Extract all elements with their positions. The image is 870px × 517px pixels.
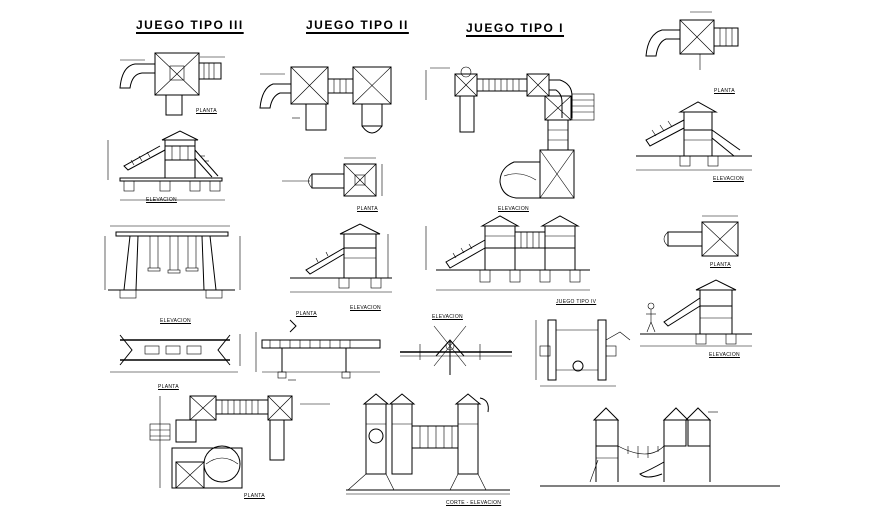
title-juego-tipo-ii: JUEGO TIPO II	[306, 18, 409, 32]
label-elevacion-tipo-iv: ELEVACION	[709, 352, 740, 358]
corte-elevacion	[346, 393, 510, 495]
label-planta-mid: PLANTA	[296, 311, 317, 317]
right-top-plan	[645, 11, 739, 70]
label-juego-tipo-iv: JUEGO TIPO IV	[556, 299, 597, 305]
label-elevacion-seesaw: ELEVACION	[432, 314, 463, 320]
tipo1-elevation	[425, 215, 590, 291]
tipo3-plan	[119, 52, 225, 116]
right-plan-2	[663, 215, 739, 257]
bottom-right-elevation	[540, 407, 780, 487]
right-elevation	[636, 101, 752, 171]
tipo2-slide-plan	[282, 157, 383, 197]
tipo4-plans	[535, 319, 631, 387]
tipo2-plan	[259, 66, 392, 134]
label-elevacion-swing: ELEVACION	[160, 318, 191, 324]
swing-plan	[110, 334, 241, 373]
mid-monkeybar	[255, 319, 381, 379]
tipo4-elevation	[640, 279, 752, 347]
swing-elevation	[104, 225, 241, 299]
label-planta-bottom-2: PLANTA	[244, 493, 265, 499]
label-corte-elevacion: CORTE - ELEVACION	[446, 500, 502, 506]
title-juego-tipo-i: JUEGO TIPO I	[466, 21, 565, 35]
label-planta-bottom: PLANTA	[158, 384, 179, 390]
label-planta-right: PLANTA	[714, 88, 735, 94]
label-planta-right-2: PLANTA	[710, 262, 731, 268]
label-elevacion-tipo-i: ELEVACION	[498, 206, 529, 212]
seesaw	[400, 325, 512, 375]
bottom-left-plan	[149, 379, 330, 489]
label-planta-tipo-iii: PLANTA	[196, 108, 217, 114]
label-elevacion-right: ELEVACION	[713, 176, 744, 182]
title-juego-tipo-iii: JUEGO TIPO III	[136, 18, 244, 32]
tipo3-elevation	[107, 130, 225, 201]
tipo1-plan	[425, 66, 595, 199]
tipo2-elevation	[290, 223, 392, 293]
label-elevacion-mid: ELEVACION	[350, 305, 381, 311]
label-planta-tipo-ii: PLANTA	[357, 206, 378, 212]
